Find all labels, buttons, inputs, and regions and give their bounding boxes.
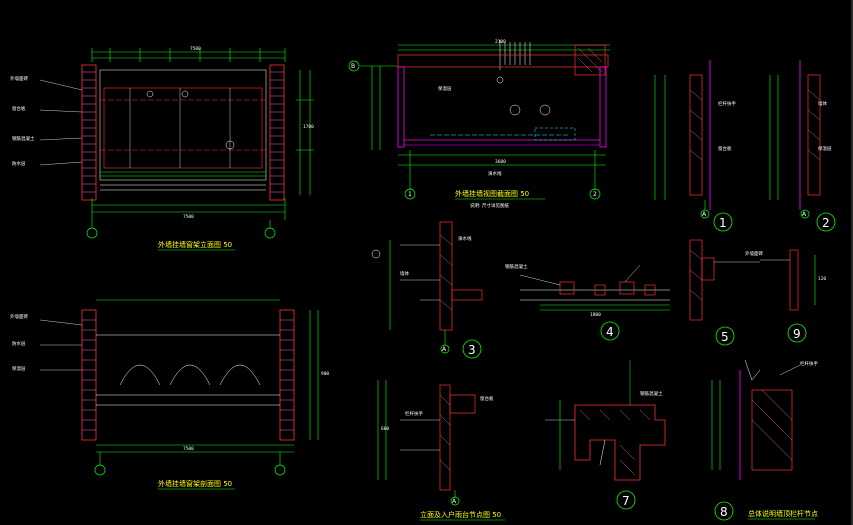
dim-text: 7500 [183, 214, 194, 220]
detail-number: 8 [720, 505, 728, 519]
note-label: 窗台板 [480, 395, 494, 402]
note-label: 钢筋混凝土 [505, 263, 528, 270]
details-1-2: A A 1 2 栏杆扶手 墙体 窗台板 保温层 [654, 60, 836, 232]
note-label: 外墙面砖 [745, 250, 763, 257]
detail-number: 2 [822, 216, 830, 230]
note-label: 保温层 [12, 365, 26, 372]
detail-7: 7 钢筋混凝土 [545, 360, 666, 510]
detail-3: A 3 滴水线 墙体 [371, 221, 483, 359]
dim-text: 2100 [495, 39, 506, 45]
dim-text: 7500 [183, 446, 194, 452]
note-label: 滴水线 [488, 170, 502, 177]
note-label: 外墙面砖 [10, 313, 28, 320]
bottom-left-plan: 外墙面砖 防水层 保温层 7500 900 外墙挂墙窗架剖面图 50 [10, 299, 329, 490]
dim-text: 1800 [590, 312, 601, 318]
grid-label: A [702, 211, 707, 218]
bottom-section: A 栏杆扶手 窗台板 600 立面及入户雨台节点图 50 [377, 380, 505, 521]
note-label: 窗台板 [12, 105, 26, 112]
note-label: 防水层 [12, 340, 26, 347]
note-label: 窗台板 [718, 145, 732, 152]
detail-number: 7 [622, 494, 630, 508]
note-label: 保温层 [818, 145, 832, 152]
title-top-plan: 外墙挂墙窗架立面图 50 [158, 240, 232, 249]
grid-label: A [442, 346, 447, 353]
grid-label: B [351, 63, 355, 70]
grid-bubble [86, 227, 98, 239]
note-label: 保温层 [438, 85, 452, 92]
note-label: 墙体 [400, 270, 409, 277]
note-label: 栏杆扶手 [405, 410, 423, 417]
details-5-9: 5 9 120 外墙面砖 [689, 239, 826, 346]
title-top-section: 外墙挂墙视图截面图 50 [455, 189, 529, 198]
dim-text: 1700 [303, 124, 314, 130]
dim-text: 3600 [495, 159, 506, 165]
detail-4: 4 1800 钢筋混凝土 [505, 263, 670, 341]
note-label: 墙体 [818, 100, 827, 107]
grid-label: 1 [408, 191, 412, 198]
note-label: 外墙面砖 [10, 75, 28, 82]
sub-note: 说明: 尺寸详见图纸 [470, 202, 509, 209]
grid-label: A [802, 211, 807, 218]
note-label: 钢筋混凝土 [12, 135, 35, 142]
note-label: 栏杆扶手 [718, 100, 736, 107]
detail-bubble [816, 212, 836, 232]
detail-number: 1 [719, 216, 727, 230]
dim-text: 7500 [190, 46, 201, 52]
title-bottom-section: 立面及入户雨台节点图 50 [420, 510, 501, 519]
grid-bubble [264, 227, 276, 239]
detail-bubble [713, 212, 733, 232]
note-label: 滴水线 [458, 235, 472, 242]
grid-label: A [452, 498, 457, 505]
dim-text: 600 [381, 426, 389, 432]
dim-text: 900 [321, 371, 329, 377]
note-label: 栏杆扶手 [800, 360, 818, 367]
detail-number: 4 [606, 325, 614, 339]
detail-number: 3 [468, 343, 476, 357]
title-detail-8: 总体说明墙顶栏杆节点 [748, 509, 818, 518]
grid-label: 2 [593, 191, 597, 198]
detail-number: 5 [721, 330, 729, 344]
detail-number: 9 [793, 327, 801, 341]
title-bottom-plan: 外墙挂墙窗架剖面图 50 [158, 479, 232, 488]
top-section: 1 2 B 2100 3600 保温层 滴水线 外墙挂墙视图截面图 50 说明:… [348, 39, 610, 209]
note-label: 钢筋混凝土 [640, 390, 663, 397]
note-label: 防水层 [12, 160, 26, 167]
detail-8: 8 栏杆扶手 总体说明墙顶栏杆节点 [711, 359, 818, 521]
dim-text: 120 [818, 276, 826, 282]
top-left-plan: 7500 7500 1700 外墙面砖 窗台板 钢筋混凝土 防水层 外墙挂墙窗架… [10, 46, 314, 251]
